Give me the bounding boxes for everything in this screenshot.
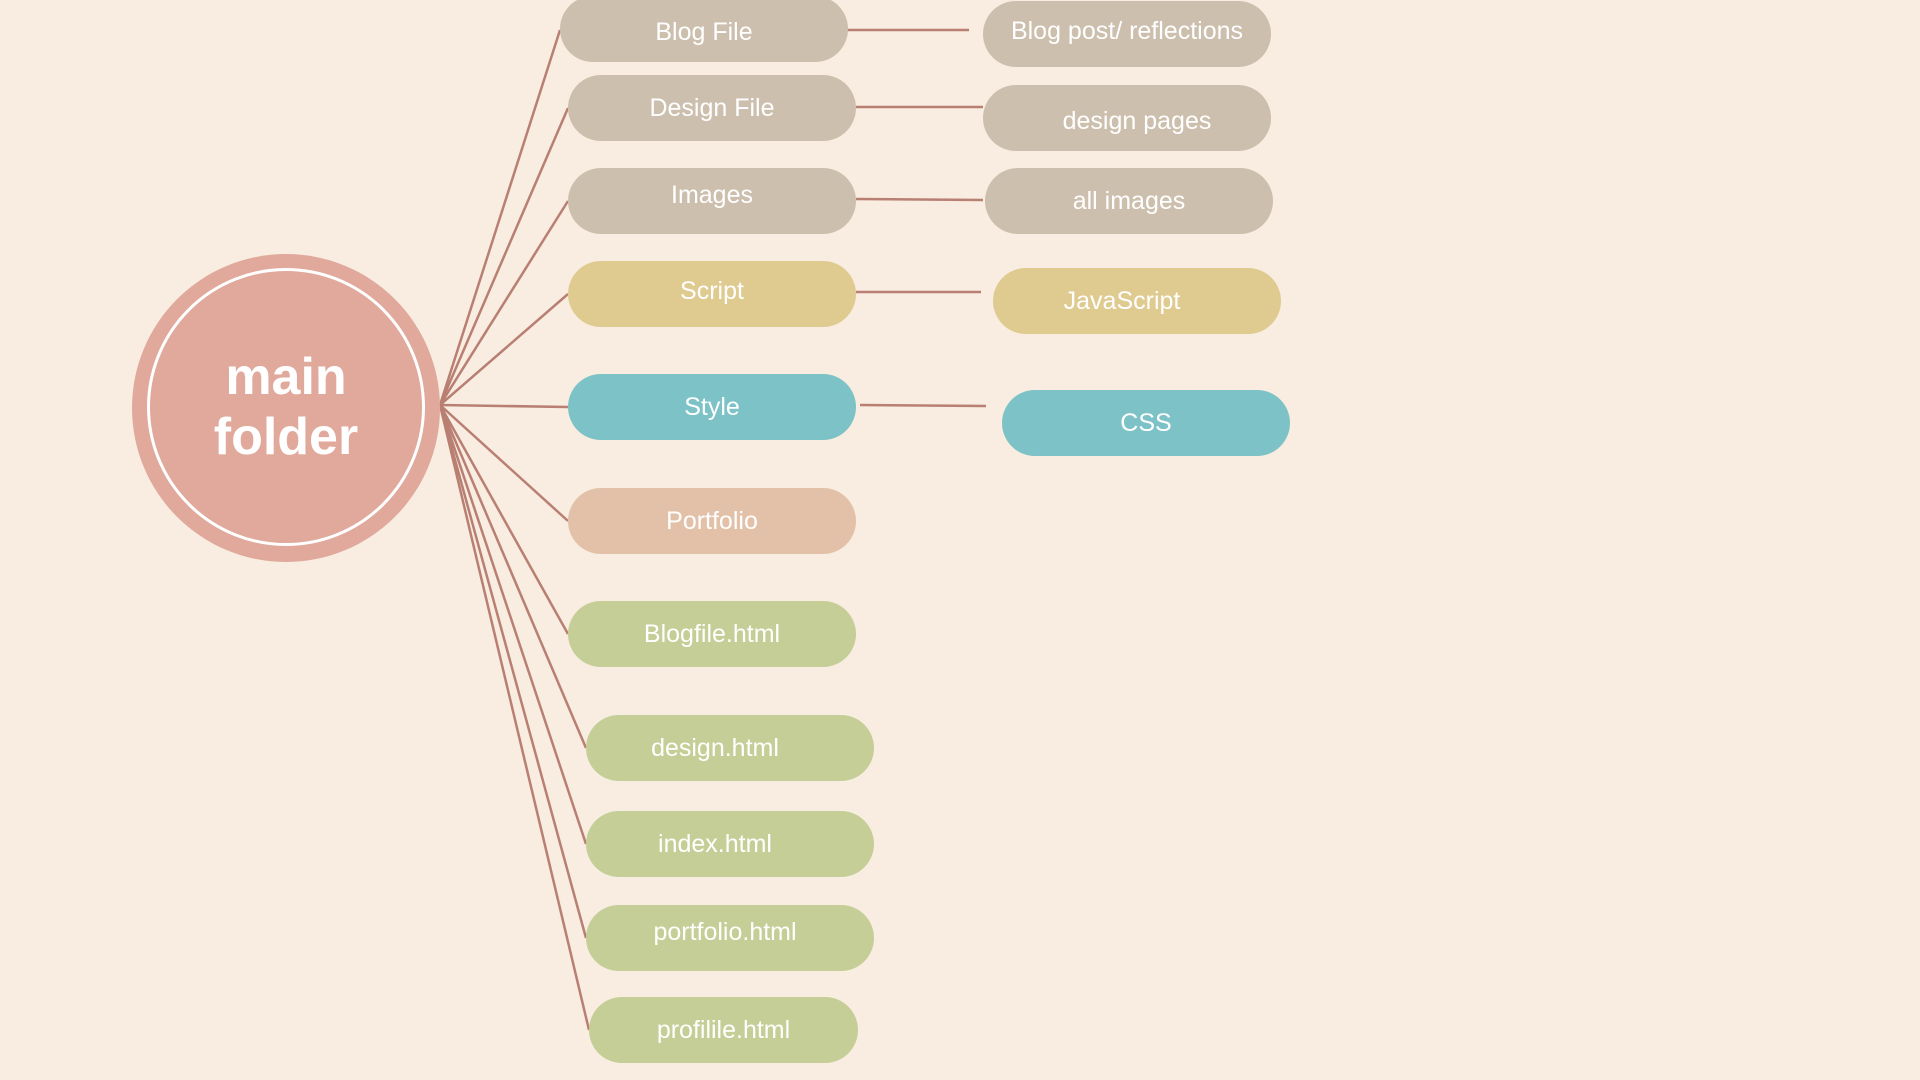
connector-root-to-node-1 xyxy=(438,29,562,406)
root-label-line-1: main xyxy=(225,348,347,406)
connector-root-to-node-10 xyxy=(438,404,588,939)
node-index-html: index.html xyxy=(586,811,874,877)
connector-root-to-node-7 xyxy=(438,404,570,635)
node-blogfile-html: Blogfile.html xyxy=(568,601,856,667)
node-style: Style xyxy=(568,374,856,440)
node-blog-file: Blog File xyxy=(560,0,848,62)
child-design-pages: design pages xyxy=(983,85,1271,151)
connector-root-to-node-3 xyxy=(438,200,570,406)
node-script: Script xyxy=(568,261,856,327)
connector-root-to-node-2 xyxy=(438,107,570,406)
child-all-images: all images xyxy=(985,168,1273,234)
node-design-file: Design File xyxy=(568,75,856,141)
connector-node-to-child-5 xyxy=(859,403,987,408)
child-css: CSS xyxy=(1002,390,1290,456)
root-node: main folder xyxy=(147,268,425,546)
connector-root-to-node-8 xyxy=(438,404,588,749)
connector-root-to-node-4 xyxy=(439,293,569,406)
node-profilile-html: profilile.html xyxy=(589,997,858,1063)
connector-root-to-node-9 xyxy=(438,404,588,845)
connector-root-to-node-6 xyxy=(439,404,569,522)
child-javascript: JavaScript xyxy=(993,268,1281,334)
node-design-html: design.html xyxy=(586,715,874,781)
node-portfolio-html: portfolio.html xyxy=(586,905,874,971)
connector-node-to-child-3 xyxy=(855,197,984,202)
node-portfolio: Portfolio xyxy=(568,488,856,554)
connector-root-to-node-11 xyxy=(438,404,591,1031)
root-label-line-2: folder xyxy=(213,408,359,466)
child-blog-posts: Blog post/ reflections xyxy=(983,1,1271,67)
connector-root-to-node-5 xyxy=(439,403,569,409)
node-images: Images xyxy=(568,168,856,234)
root-node-label: main folder xyxy=(176,347,396,467)
